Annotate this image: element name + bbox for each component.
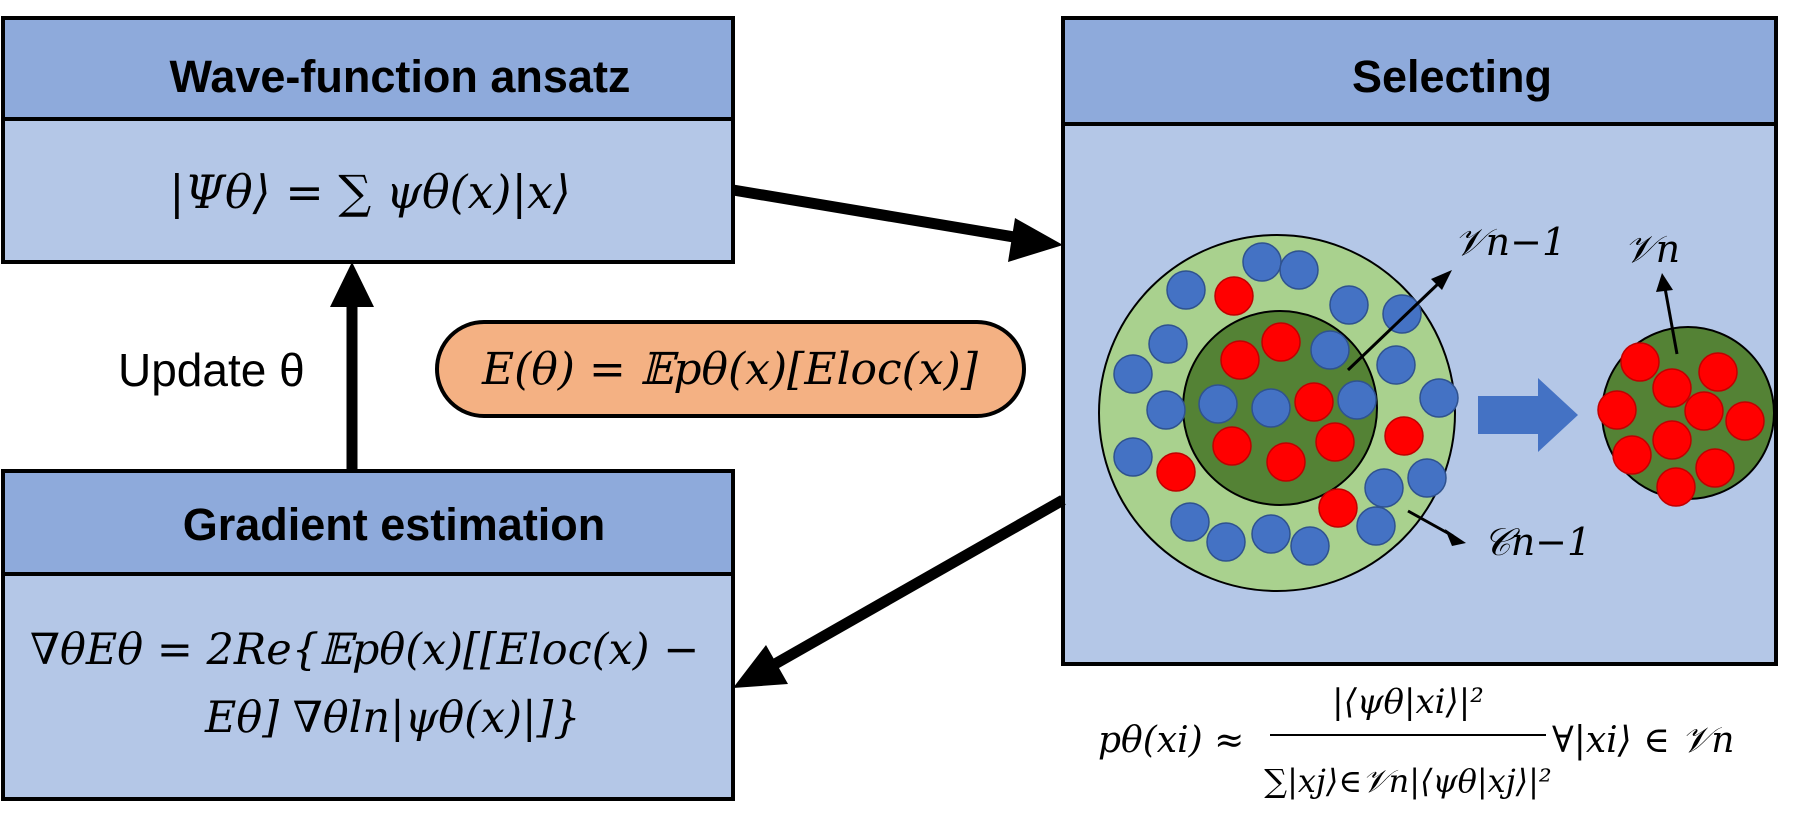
- gradient-panel: Gradient estimation ∇θEθ = 2Re{𝔼pθ(x)[[E…: [1, 469, 735, 801]
- candidate-configuration-dot: [1310, 330, 1350, 370]
- update-label: Update θ: [118, 344, 305, 396]
- candidate-configuration-dot: [1206, 522, 1246, 562]
- probability-tail: ∀|xi⟩ ∈ 𝒱n: [1552, 720, 1734, 761]
- c-prev-label: 𝒞n−1: [1483, 520, 1591, 564]
- candidate-configuration-dot: [1337, 380, 1377, 420]
- candidate-configuration-dot: [1279, 250, 1319, 290]
- ansatz-to-selecting-arrow: [732, 184, 1063, 262]
- selected-configuration-dot: [1212, 426, 1252, 466]
- probability-denominator: ∑|xj⟩∈𝒱n|⟨ψθ|xj⟩|²: [1264, 762, 1552, 800]
- update-arrow: [330, 262, 374, 471]
- selected-configuration-dot: [1656, 467, 1696, 507]
- selected-configuration-dot: [1294, 382, 1334, 422]
- left-cluster-dots: [1113, 242, 1459, 566]
- candidate-configuration-dot: [1376, 345, 1416, 385]
- selected-configuration-dot: [1261, 322, 1301, 362]
- candidate-configuration-dot: [1113, 354, 1153, 394]
- candidate-configuration-dot: [1329, 285, 1369, 325]
- selected-configuration-dot: [1384, 416, 1424, 456]
- selected-configuration-dot: [1266, 442, 1306, 482]
- ansatz-body: [1, 117, 735, 264]
- selected-configuration-dot: [1620, 342, 1660, 382]
- selected-configuration-dot: [1652, 420, 1692, 460]
- transfer-arrow: [1478, 378, 1578, 452]
- candidate-configuration-dot: [1382, 294, 1422, 334]
- candidate-configuration-dot: [1407, 458, 1447, 498]
- energy-pill: [435, 320, 1026, 418]
- selected-configuration-dot: [1684, 391, 1724, 431]
- selected-configuration-dot: [1725, 401, 1765, 441]
- selected-configuration-dot: [1597, 390, 1637, 430]
- candidate-configuration-dot: [1170, 502, 1210, 542]
- selected-configuration-dot: [1156, 452, 1196, 492]
- candidate-configuration-dot: [1251, 514, 1291, 554]
- selecting-header: [1061, 16, 1778, 126]
- candidate-configuration-dot: [1419, 378, 1459, 418]
- selected-configuration-dot: [1318, 488, 1358, 528]
- ansatz-formula: |Ψθ⟩ = ∑ ψθ(x)|x⟩: [169, 165, 571, 219]
- v-next-label: 𝒱n: [1624, 227, 1680, 271]
- selected-configuration-dot: [1214, 276, 1254, 316]
- right-cluster-dots: [1597, 342, 1765, 507]
- v-prev-label: 𝒱n−1: [1454, 220, 1566, 264]
- candidate-configuration-dot: [1198, 384, 1238, 424]
- selected-configuration-dot: [1695, 448, 1735, 488]
- candidate-configuration-dot: [1166, 270, 1206, 310]
- candidate-configuration-dot: [1290, 526, 1330, 566]
- selecting-panel: Selecting 𝒱n−1 𝒞n−1 𝒱n: [1061, 16, 1778, 666]
- selected-configuration-dot: [1698, 352, 1738, 392]
- c-prev-pointer: [1407, 509, 1454, 538]
- ansatz-title: Wave-function ansatz: [170, 51, 631, 102]
- energy-formula: E(θ) = 𝔼pθ(x)[Eloc(x)]: [481, 344, 979, 395]
- v-prev-pointer: [1346, 280, 1442, 372]
- gradient-body: [1, 572, 735, 801]
- candidate-configuration-dot: [1356, 506, 1396, 546]
- probability-lhs: pθ(xi) ≈: [1098, 720, 1244, 761]
- candidate-configuration-dot: [1364, 468, 1404, 508]
- v-next-pointer: [1663, 287, 1679, 355]
- selected-configuration-dot: [1612, 435, 1652, 475]
- gradient-formula-line1: ∇θEθ = 2Re{𝔼pθ(x)[[Eloc(x) −: [30, 625, 699, 675]
- probability-formula: pθ(xi) ≈ |⟨ψθ|xi⟩|² ∑|xj⟩∈𝒱n|⟨ψθ|xj⟩|² ∀…: [1098, 682, 1734, 800]
- selected-configuration-dot: [1315, 422, 1355, 462]
- gradient-title: Gradient estimation: [183, 499, 606, 550]
- candidate-configuration-dot: [1148, 324, 1188, 364]
- candidate-configuration-dot: [1146, 390, 1186, 430]
- candidate-configuration-dot: [1242, 242, 1282, 282]
- candidate-configuration-dot: [1113, 437, 1153, 477]
- probability-numerator: |⟨ψθ|xi⟩|²: [1332, 682, 1484, 722]
- selecting-title: Selecting: [1352, 51, 1552, 102]
- gradient-formula-line2: Eθ] ∇θln|ψθ(x)|]}: [204, 693, 581, 743]
- selecting-to-gradient-arrow: [733, 495, 1066, 688]
- ansatz-header: [1, 16, 735, 121]
- selected-configuration-dot: [1220, 340, 1260, 380]
- ansatz-panel: Wave-function ansatz |Ψθ⟩ = ∑ ψθ(x)|x⟩: [1, 16, 735, 264]
- candidate-configuration-dot: [1251, 388, 1291, 428]
- selected-configuration-dot: [1652, 368, 1692, 408]
